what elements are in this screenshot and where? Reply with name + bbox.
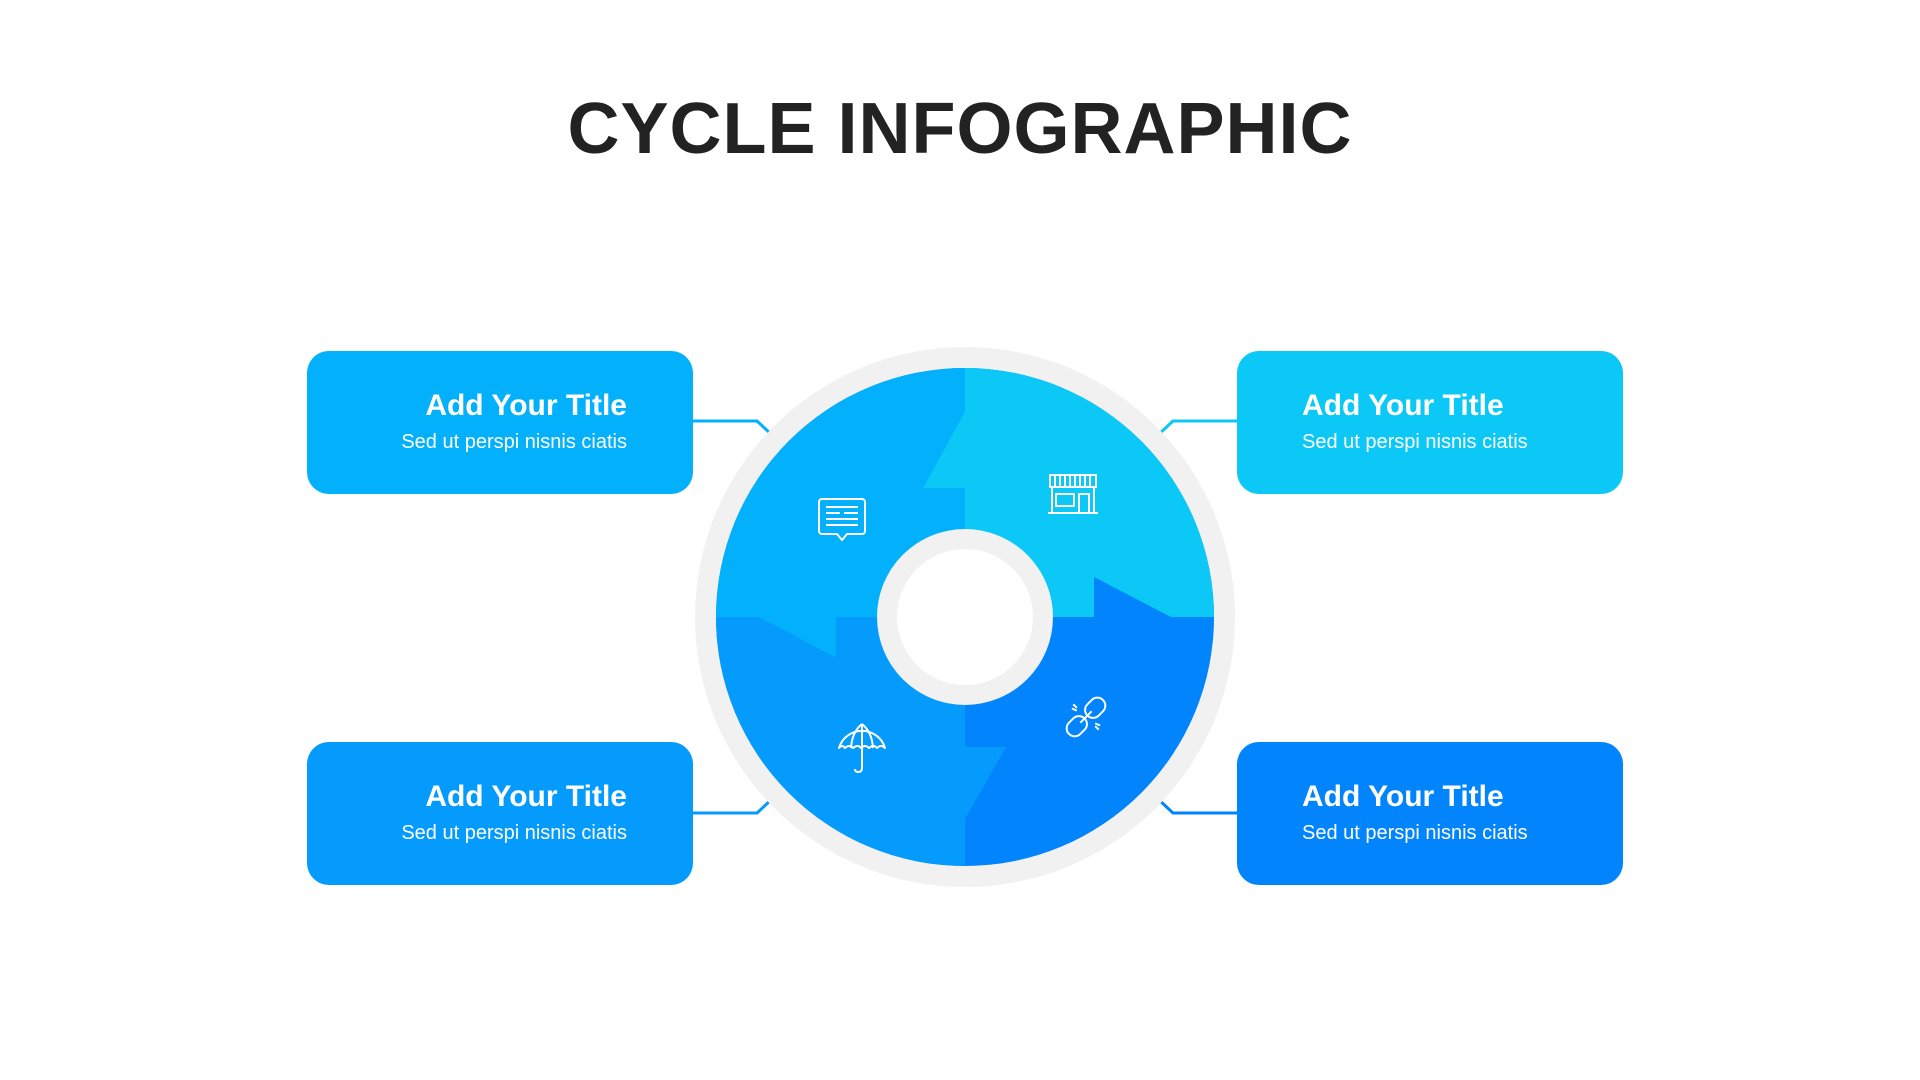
step-text: Sed ut perspi nisnis ciatis	[401, 822, 627, 844]
step-card-bottom-right: Add Your Title Sed ut perspi nisnis ciat…	[1237, 742, 1623, 885]
store-icon	[1048, 474, 1098, 514]
step-card-top-left: Add Your Title Sed ut perspi nisnis ciat…	[307, 351, 693, 494]
step-text: Sed ut perspi nisnis ciatis	[401, 431, 627, 453]
step-text: Sed ut perspi nisnis ciatis	[1302, 431, 1528, 453]
step-card-bottom-left: Add Your Title Sed ut perspi nisnis ciat…	[307, 742, 693, 885]
step-title: Add Your Title	[425, 780, 627, 813]
page-title: CYCLE INFOGRAPHIC	[567, 89, 1353, 169]
step-title: Add Your Title	[425, 389, 627, 422]
step-title: Add Your Title	[1302, 780, 1504, 813]
step-title: Add Your Title	[1302, 389, 1504, 422]
step-text: Sed ut perspi nisnis ciatis	[1302, 822, 1528, 844]
center-hole	[897, 549, 1033, 685]
chat-icon	[818, 498, 866, 541]
umbrella-icon	[838, 723, 886, 773]
step-card-top-right: Add Your Title Sed ut perspi nisnis ciat…	[1237, 351, 1623, 494]
